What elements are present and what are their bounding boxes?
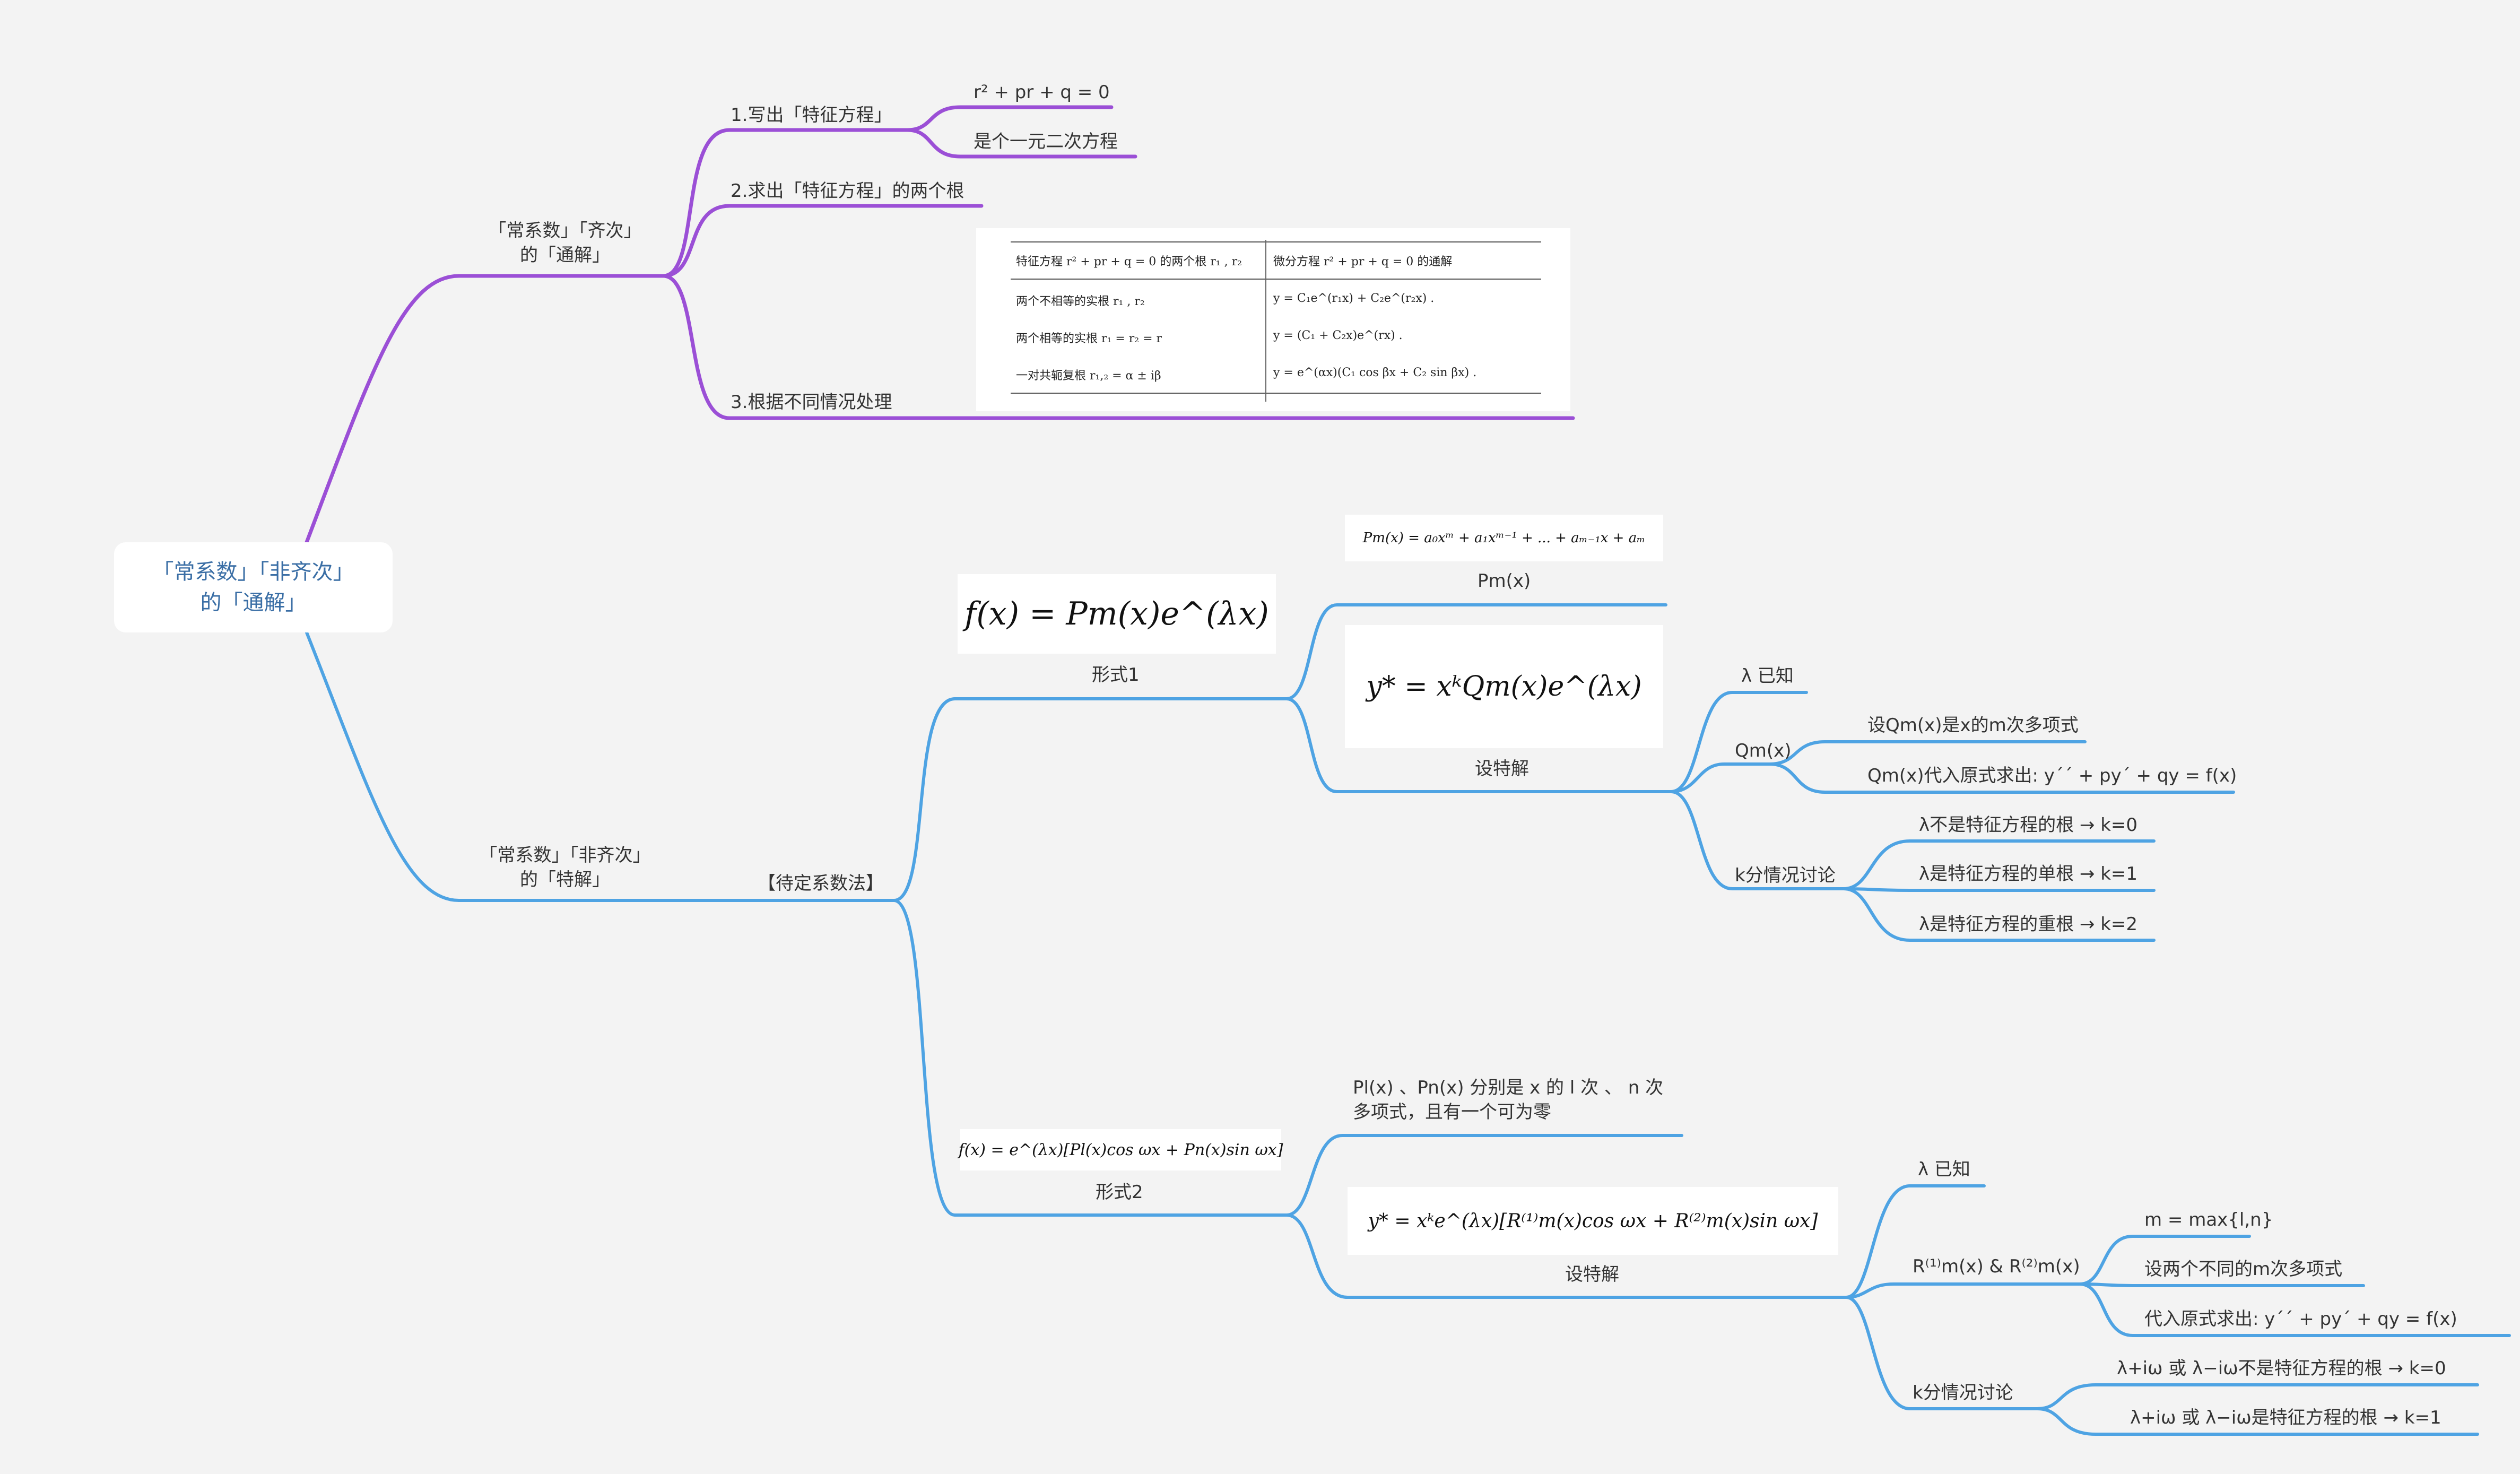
link-root-particular <box>305 631 460 902</box>
link-form1-pm <box>1285 603 1667 700</box>
guess1-lambda-known[interactable]: λ 已知 <box>1741 665 1794 687</box>
guess2-formula: y* = xᵏe^(λx)[R⁽¹⁾m(x)cos ωx + R⁽²⁾m(x)s… <box>1368 1210 1818 1232</box>
table-cell-r3c1: 一对共轭复根 r₁,₂ = α ± iβ <box>1016 369 1161 383</box>
qm-item-1[interactable]: 设Qm(x)是x的m次多项式 <box>1867 715 2079 736</box>
guess2-lambda-known[interactable]: λ 已知 <box>1918 1159 1970 1180</box>
table-cell-r2c2: y = (C₁ + C₂x)e^(rx) . <box>1273 329 1403 342</box>
link-r-item1 <box>2078 1235 2251 1286</box>
table-rule-header <box>1011 279 1541 280</box>
root-label: 「常系数」「非齐次」 的「通解」 <box>152 560 354 615</box>
form2-label[interactable]: 形式2 <box>1096 1182 1143 1203</box>
r-item-2[interactable]: 设两个不同的m次多项式 <box>2144 1259 2343 1280</box>
link-guess2-k <box>1845 1296 2039 1410</box>
guess1-formula-image: y* = xᵏQm(x)e^(λx) <box>1345 625 1663 748</box>
guess1-formula: y* = xᵏQm(x)e^(λx) <box>1366 671 1642 703</box>
form1-formula-image: f(x) = Pm(x)e^(λx) <box>958 574 1276 654</box>
link-form2-note <box>1285 1134 1683 1217</box>
step1-label[interactable]: 1.写出「特征方程」 <box>731 105 892 126</box>
k2-label[interactable]: k分情况讨论 <box>1913 1382 2013 1403</box>
table-rule-top <box>1011 241 1541 242</box>
table-cell-r1c1: 两个不相等的实根 r₁ , r₂ <box>1016 295 1145 308</box>
k1-item-3[interactable]: λ是特征方程的重根 → k=2 <box>1919 914 2138 935</box>
table-cell-r3c2: y = e^(αx)(C₁ cos βx + C₂ sin βx) . <box>1273 366 1477 379</box>
k1-item-1[interactable]: λ不是特征方程的根 → k=0 <box>1919 814 2138 836</box>
table-header-roots: 特征方程 r² + pr + q = 0 的两个根 r₁ , r₂ <box>1016 255 1242 268</box>
pm-formula-image: Pm(x) = a₀xᵐ + a₁xᵐ⁻¹ + ... + aₘ₋₁x + aₘ <box>1345 515 1663 561</box>
link-step1-quadratic <box>905 128 1137 159</box>
form1-label[interactable]: 形式1 <box>1092 664 1140 686</box>
table-cell-r1c2: y = C₁e^(r₁x) + C₂e^(r₂x) . <box>1273 292 1435 305</box>
link-homogeneous-step2 <box>661 204 732 278</box>
form2-formula-image: f(x) = e^(λx)[Pl(x)cos ωx + Pn(x)sin ωx] <box>958 1129 1283 1170</box>
link-root-homogeneous <box>305 274 461 544</box>
link-guess2-lambda <box>1845 1184 1986 1299</box>
link-form2-guess <box>1285 1213 1848 1299</box>
k1-item-2[interactable]: λ是特征方程的单根 → k=1 <box>1919 863 2138 885</box>
link-method-form2 <box>892 899 957 1217</box>
link-form1-guess <box>1285 697 1673 793</box>
link-k1-item3 <box>1842 887 2156 942</box>
link-k2-item1 <box>2036 1383 2479 1410</box>
r-item-1[interactable]: m = max{l,n} <box>2144 1209 2273 1230</box>
table-rule-vertical <box>1265 240 1266 402</box>
table-rule-bottom <box>1011 393 1541 394</box>
link-k1-item2 <box>1842 887 2156 892</box>
k1-label[interactable]: k分情况讨论 <box>1735 865 1836 886</box>
link-guess1-qm <box>1670 762 1771 793</box>
link-guess2-r <box>1845 1282 2081 1299</box>
characteristic-equation[interactable]: r² + pr + q = 0 <box>974 82 1110 103</box>
link-guess1-k <box>1670 790 1845 890</box>
method-label[interactable]: 【待定系数法】 <box>758 873 884 894</box>
k2-item-2[interactable]: λ+iω 或 λ−iω是特征方程的根 → k=1 <box>2130 1407 2441 1428</box>
quadratic-note[interactable]: 是个一元二次方程 <box>974 131 1118 152</box>
particular-node-label[interactable]: 「常系数」「非齐次」 的「特解」 <box>479 845 651 890</box>
r-label[interactable]: R⁽¹⁾m(x) & R⁽²⁾m(x) <box>1913 1256 2080 1277</box>
r-item-3[interactable]: 代入原式求出: y´´ + py´ + qy = f(x) <box>2144 1308 2457 1330</box>
form2-formula: f(x) = e^(λx)[Pl(x)cos ωx + Pn(x)sin ωx] <box>958 1140 1283 1159</box>
qm-item-2[interactable]: Qm(x)代入原式求出: y´´ + py´ + qy = f(x) <box>1867 765 2237 786</box>
pm-label[interactable]: Pm(x) <box>1478 570 1531 592</box>
root-node[interactable]: 「常系数」「非齐次」 的「通解」 <box>114 542 393 632</box>
guess2-label[interactable]: 设特解 <box>1565 1264 1619 1285</box>
link-guess1-lambda <box>1670 691 1808 793</box>
table-header-solution: 微分方程 r² + pr + q = 0 的通解 <box>1273 255 1453 268</box>
table-cell-r2c1: 两个相等的实根 r₁ = r₂ = r <box>1016 332 1162 345</box>
link-homogeneous-step1 <box>661 128 732 278</box>
link-homogeneous-step3 <box>661 274 732 420</box>
roots-table-image: 特征方程 r² + pr + q = 0 的两个根 r₁ , r₂ 微分方程 r… <box>976 228 1570 411</box>
link-r-item2 <box>2078 1282 2365 1287</box>
link-qm-item1 <box>1768 740 2087 766</box>
link-k2-item2 <box>2036 1407 2479 1436</box>
guess1-label[interactable]: 设特解 <box>1475 758 1529 779</box>
link-method-form1 <box>892 697 957 902</box>
k2-item-1[interactable]: λ+iω 或 λ−iω不是特征方程的根 → k=0 <box>2117 1358 2446 1379</box>
homogeneous-node-label[interactable]: 「常系数」「齐次」 的「通解」 <box>488 220 642 266</box>
form2-note[interactable]: Pl(x) 、Pn(x) 分别是 x 的 l 次 、 n 次 多项式，且有一个可… <box>1353 1077 1664 1123</box>
guess2-formula-image: y* = xᵏe^(λx)[R⁽¹⁾m(x)cos ωx + R⁽²⁾m(x)s… <box>1348 1187 1838 1255</box>
pm-formula: Pm(x) = a₀xᵐ + a₁xᵐ⁻¹ + ... + aₘ₋₁x + aₘ <box>1362 530 1646 546</box>
qm-label[interactable]: Qm(x) <box>1735 740 1792 761</box>
link-r-item3 <box>2078 1282 2511 1337</box>
link-step1-equation <box>905 105 1114 132</box>
step2-label[interactable]: 2.求出「特征方程」的两个根 <box>731 180 964 202</box>
link-qm-item2 <box>1768 762 2235 794</box>
form1-formula: f(x) = Pm(x)e^(λx) <box>964 595 1269 632</box>
link-k1-item1 <box>1842 839 2156 890</box>
step3-label[interactable]: 3.根据不同情况处理 <box>731 392 892 413</box>
